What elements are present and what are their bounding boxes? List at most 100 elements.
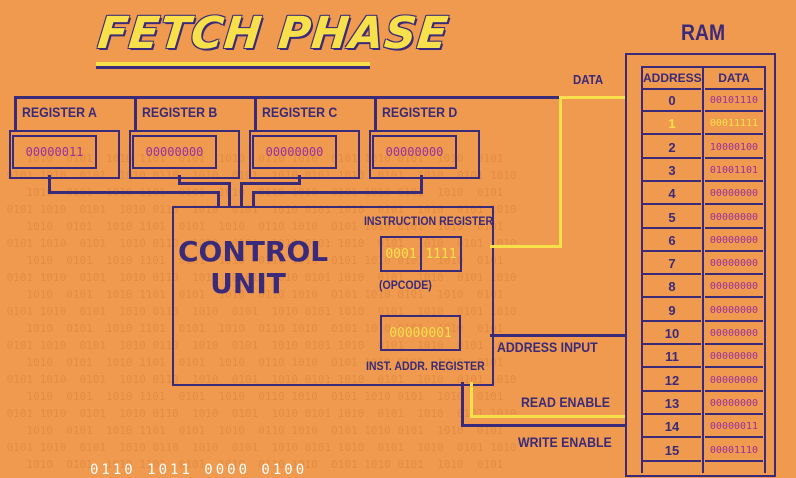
ram-row-address: 15 [643,441,701,462]
data-wire-to-ir [490,245,562,248]
data-wire-label: DATA [573,72,604,87]
ram-row-address: 4 [643,184,701,206]
ram-inner-top [641,66,766,68]
ram-row-data: 00000000 [705,231,763,252]
register-d-value: 00000000 [372,135,457,169]
bottom-edge-text: 0110 1011 0000 0100 [90,462,308,478]
ram-row-address: 7 [643,254,701,276]
address-input-label: ADDRESS INPUT [497,339,598,355]
ram-row-data: 00000000 [705,208,763,229]
ram-row-address: 14 [643,417,701,439]
ram-row-address: 6 [643,231,701,252]
bus-drop-c [254,96,257,130]
ram-row-address: 12 [643,371,701,392]
register-d-label: REGISTER D [382,104,458,120]
ram-col-address: ADDRESS [643,69,702,90]
wire-reg-a [48,175,51,193]
wire-reg-b-h [178,182,230,185]
ram-row-data: 00011111 [705,114,763,136]
wire-reg-d [420,175,423,193]
read-enable-wire-h [470,415,625,418]
ram-row-address: 3 [643,161,701,182]
instruction-register-label: INSTRUCTION REGISTER [364,214,494,228]
bus-drop-a [14,96,17,130]
register-b [129,130,240,179]
ram-row-data: 00000000 [705,254,763,276]
ram-inner-left [641,68,643,473]
ram-row-data: 00000000 [705,324,763,345]
register-a [9,130,120,179]
wire-reg-c-v [240,182,243,207]
ram-row-address: 2 [643,138,701,159]
ram-row-address: 10 [643,324,701,345]
ram-row-data: 00001110 [705,441,763,462]
wire-reg-c-h [240,182,301,185]
ram-row-data: 00000000 [705,184,763,206]
control-unit-title-line1: CONTROL [178,235,329,268]
write-enable-wire-h [461,424,625,427]
register-c [249,130,360,179]
register-b-value: 00000000 [132,135,217,169]
title-underline [96,62,370,69]
ram-column-divider [702,68,704,473]
ram-inner-right [764,68,766,473]
ram-row-address: 8 [643,277,701,299]
control-unit-title-line2: UNIT [210,267,286,300]
register-bus-top [14,96,625,99]
ram-row-data: 00101110 [705,91,763,112]
wire-reg-a-v [217,191,220,207]
wire-reg-c [298,175,301,184]
register-b-label: REGISTER B [142,104,218,120]
register-c-value: 00000000 [252,135,337,169]
instruction-register-address: 1111 [420,236,462,272]
wire-reg-d-v [252,191,255,207]
ram-row-address: 13 [643,394,701,415]
ram-row-address: 1 [643,114,701,136]
read-enable-label: READ ENABLE [521,394,610,410]
inst-addr-register-label: INST. ADDR. REGISTER [366,359,485,373]
ram-row-address: 9 [643,301,701,322]
register-a-value: 00000011 [12,135,97,169]
wire-reg-b [178,175,181,184]
ram-row-address: 5 [643,208,701,229]
ram-row-data: 00000000 [705,394,763,415]
write-enable-label: WRITE ENABLE [518,434,612,450]
inst-addr-register-value: 00000001 [380,315,461,351]
control-unit-title: CONTROL UNIT [178,235,329,300]
bus-drop-d [374,96,377,130]
instruction-register-opcode: 0001 [380,236,422,272]
register-a-label: REGISTER A [22,104,97,120]
opcode-label: (OPCODE) [379,278,432,292]
data-wire-vertical [559,96,562,248]
ram-header-row: ADDRESS DATA [643,69,763,90]
data-wire-top [559,96,625,99]
wire-reg-b-v [228,182,231,207]
ram-row-address: 0 [643,91,701,112]
ram-row-data: 01001101 [705,161,763,182]
wire-reg-d-h [252,191,423,194]
ram-row-data: 00000000 [705,371,763,392]
control-unit [172,206,494,386]
ram-row-data: 00000000 [705,347,763,369]
wire-reg-a-h [48,191,219,194]
ram-row-data: 10000100 [705,138,763,159]
read-enable-wire-v [470,382,473,418]
ram-row-data: 00000011 [705,417,763,439]
bus-drop-b [134,96,137,130]
ram-row-data: 00000000 [705,277,763,299]
